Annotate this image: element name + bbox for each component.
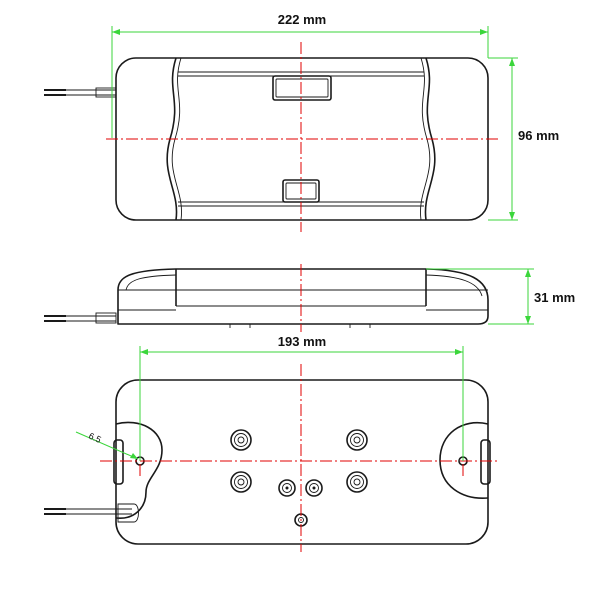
bottom-view-body — [115, 379, 489, 545]
hole-spacing-dimension-label: 193 mm — [278, 334, 326, 349]
hole-diameter-label: 6.5 — [87, 431, 103, 445]
terminal-lower-left — [230, 471, 252, 493]
terminal-lower-right — [346, 471, 368, 493]
top-view-wires — [44, 87, 117, 98]
vent-left — [278, 479, 296, 497]
top-view-window-upper — [272, 75, 332, 101]
terminal-upper-left — [230, 429, 252, 451]
top-view: 222 mm 96 mm — [44, 12, 559, 232]
height-dimension-side: 31 mm — [426, 268, 575, 325]
left-end-slot — [113, 439, 124, 485]
side-view-body — [117, 268, 489, 325]
bottom-view: 193 mm 6.5 — [44, 334, 500, 552]
right-mounting-ear — [439, 421, 489, 499]
hole-spacing-dimension: 193 mm — [139, 334, 464, 461]
length-dimension-label: 222 mm — [278, 12, 326, 27]
left-mounting-ear — [115, 421, 163, 519]
side-view: 31 mm — [44, 264, 575, 332]
terminal-upper-right — [346, 429, 368, 451]
length-dimension: 222 mm — [111, 12, 489, 138]
height-dimension-top: 96 mm — [488, 57, 559, 221]
bottom-view-wires — [44, 503, 139, 523]
hole-diameter-leader: 6.5 — [75, 431, 139, 460]
height-dimension-top-label: 96 mm — [518, 128, 559, 143]
side-view-wires — [44, 312, 117, 324]
vent-right — [305, 479, 323, 497]
height-dimension-side-label: 31 mm — [534, 290, 575, 305]
right-end-slot — [480, 439, 491, 485]
